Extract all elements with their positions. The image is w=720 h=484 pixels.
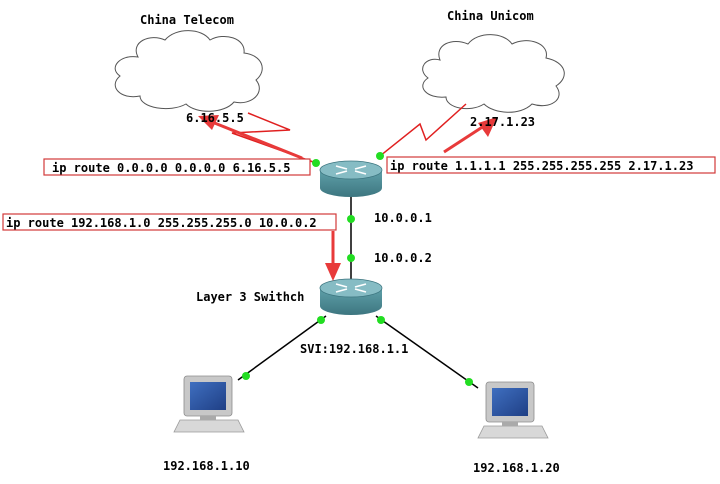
route-text-lan: ip route 192.168.1.0 255.255.255.0 10.0.… (6, 216, 317, 230)
pc-host-1[interactable] (173, 375, 245, 433)
wan-link-telecom (231, 112, 317, 164)
cloud-china-unicom (422, 34, 565, 113)
router-ip-label: 10.0.0.1 (374, 211, 432, 225)
pc2-ip-label: 192.168.1.20 (473, 461, 560, 475)
link-switch-pc1 (237, 315, 327, 381)
port-dot (347, 215, 355, 223)
isp-ip-unicom: 2.17.1.23 (470, 115, 535, 129)
port-dot (312, 159, 320, 167)
arrow-to-switch (325, 231, 341, 281)
port-dot (242, 372, 250, 380)
port-dot (376, 152, 384, 160)
switch-title: Layer 3 Swithch (196, 290, 304, 304)
arrow-to-unicom (443, 117, 497, 154)
keyboard-icon (173, 419, 245, 433)
route-text-telecom: ip route 0.0.0.0 0.0.0.0 6.16.5.5 (52, 161, 290, 175)
keyboard-icon (477, 425, 549, 439)
port-dot (465, 378, 473, 386)
pc1-ip-label: 192.168.1.10 (163, 459, 250, 473)
router[interactable] (319, 160, 383, 197)
route-text-unicom: ip route 1.1.1.1 255.255.255.255 2.17.1.… (390, 159, 693, 173)
port-dots (242, 152, 473, 386)
route-box-unicom (386, 156, 716, 174)
port-dot (377, 316, 385, 324)
cloud-china-telecom (114, 30, 263, 112)
layer3-switch[interactable] (319, 278, 383, 315)
link-switch-pc2 (375, 315, 479, 389)
route-box-telecom (43, 158, 311, 176)
switch-ip-label: 10.0.0.2 (374, 251, 432, 265)
isp-ip-telecom: 6.16.5.5 (186, 111, 244, 125)
pc-host-2[interactable] (477, 381, 549, 439)
arrow-to-telecom (198, 115, 303, 160)
switch-arrows-icon (335, 283, 367, 293)
route-box-lan (2, 213, 337, 231)
svi-label: SVI:192.168.1.1 (300, 342, 408, 356)
wan-link-unicom (379, 103, 467, 157)
isp-title-telecom: China Telecom (140, 13, 234, 27)
isp-title-unicom: China Unicom (447, 9, 534, 23)
port-dot (347, 254, 355, 262)
router-arrows-icon (335, 165, 367, 175)
port-dot (317, 316, 325, 324)
